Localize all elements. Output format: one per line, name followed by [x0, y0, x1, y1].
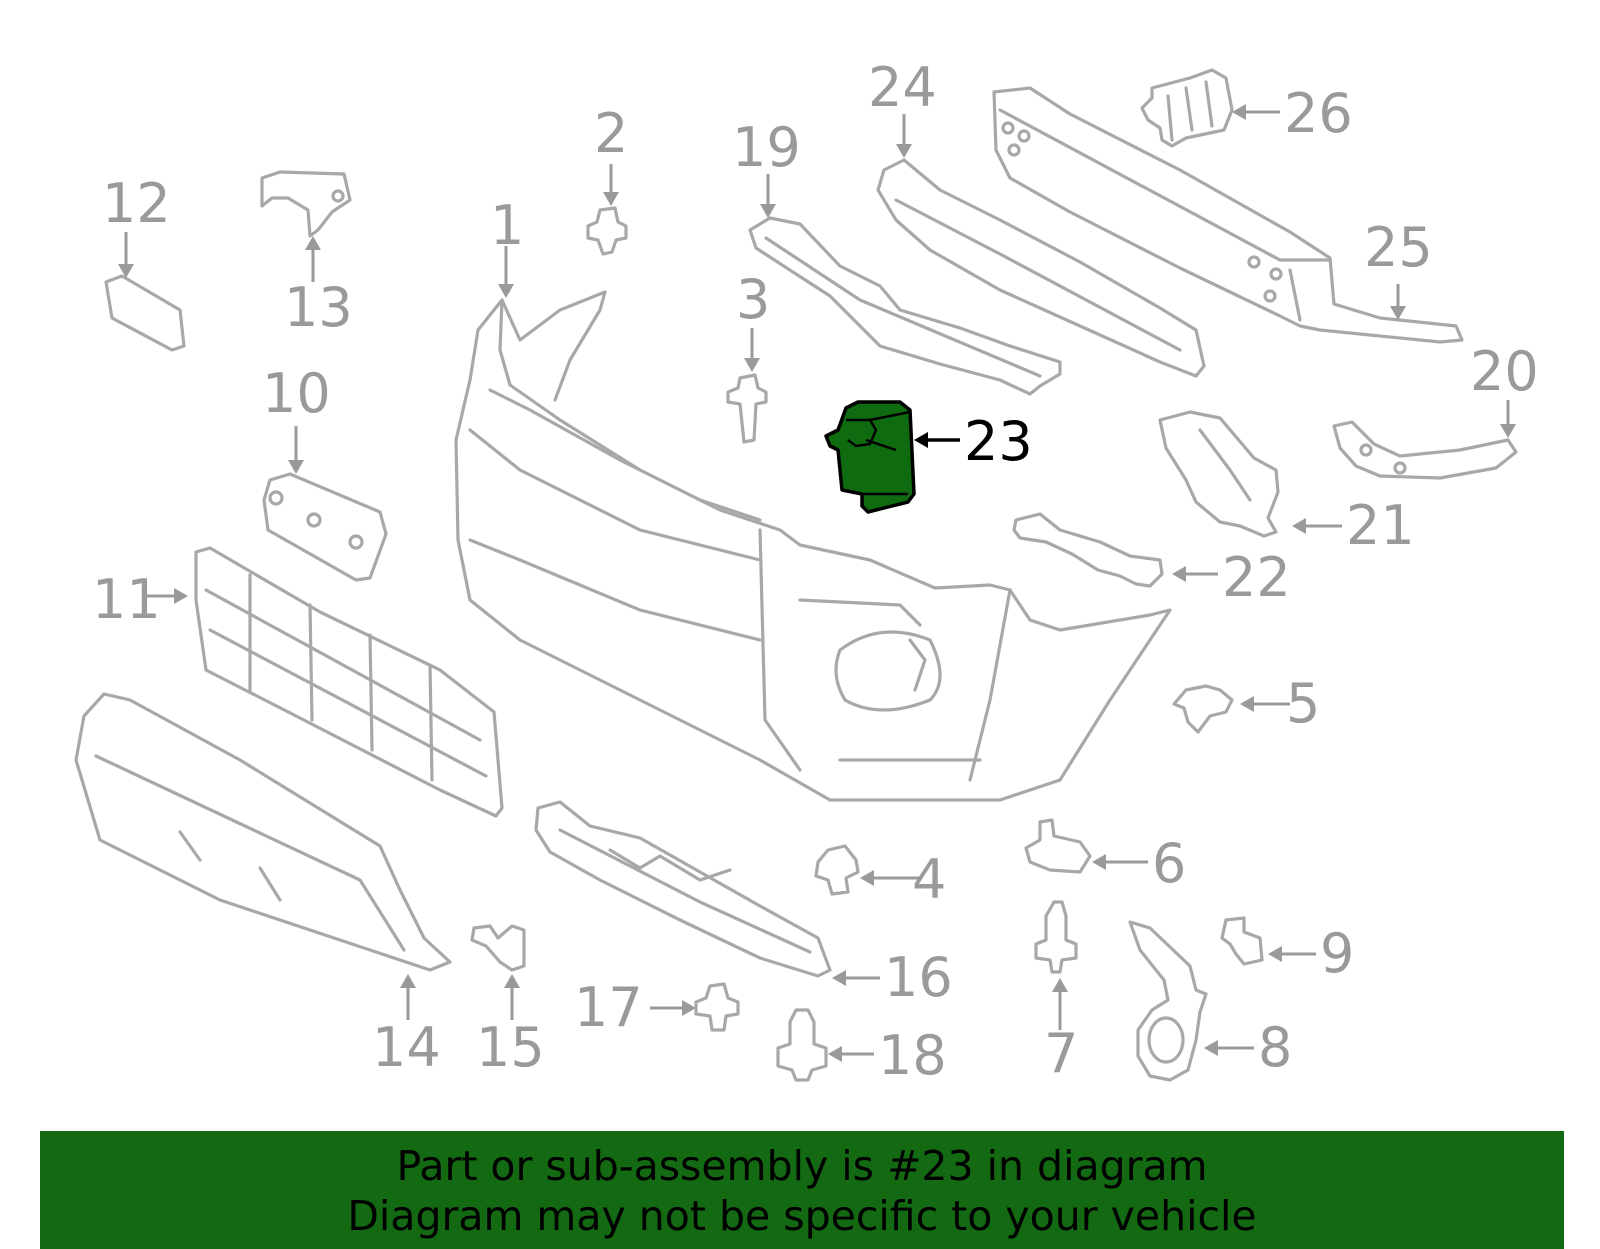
- callout-16: 16: [884, 946, 953, 1009]
- callout-6: 6: [1152, 832, 1186, 895]
- callout-13: 13: [284, 276, 353, 339]
- callout-18: 18: [878, 1024, 947, 1087]
- callout-labels: 1 2 3 4 5 6 7 8 9 10 11 12 13 14 15 16 1…: [92, 56, 1539, 1087]
- part-12-cover[interactable]: [104, 274, 186, 352]
- part-15-clip[interactable]: [470, 924, 526, 972]
- part-21-bracket[interactable]: [1158, 410, 1280, 538]
- part-24-reinforcement[interactable]: [876, 158, 1206, 378]
- callout-8: 8: [1258, 1016, 1292, 1079]
- callout-26: 26: [1284, 82, 1353, 145]
- part-26-bracket[interactable]: [1140, 68, 1234, 148]
- part-1-bumper-cover[interactable]: [454, 290, 1172, 802]
- callout-10: 10: [262, 362, 331, 425]
- part-16-under-cover[interactable]: [534, 800, 832, 978]
- part-8-bezel[interactable]: [1128, 920, 1208, 1082]
- callout-19: 19: [732, 116, 801, 179]
- callout-23: 23: [964, 410, 1033, 473]
- banner-line-2: Diagram may not be specific to your vehi…: [347, 1192, 1257, 1240]
- callout-2: 2: [594, 102, 628, 165]
- part-23-highlighted[interactable]: [824, 400, 916, 514]
- part-5-bracket[interactable]: [1172, 684, 1234, 734]
- callout-3: 3: [736, 268, 770, 331]
- part-10-bracket[interactable]: [262, 472, 388, 582]
- part-25-impact-beam[interactable]: [992, 86, 1464, 344]
- part-9-clip[interactable]: [1220, 916, 1264, 966]
- part-2-clip[interactable]: [586, 206, 628, 256]
- part-6-sensor[interactable]: [1024, 818, 1092, 874]
- callout-22: 22: [1222, 546, 1291, 609]
- callout-4: 4: [912, 848, 946, 911]
- callout-7: 7: [1044, 1022, 1078, 1085]
- part-18-bolt[interactable]: [776, 1008, 828, 1082]
- callout-24: 24: [868, 56, 937, 119]
- part-20-side-bracket[interactable]: [1332, 420, 1518, 480]
- info-banner: Part or sub-assembly is #23 in diagram D…: [40, 1131, 1564, 1249]
- part-14-skid-plate[interactable]: [74, 692, 452, 972]
- callout-25: 25: [1364, 216, 1433, 279]
- part-11-grille[interactable]: [194, 546, 504, 818]
- leader-arrows: [118, 104, 1516, 1062]
- part-13-bracket[interactable]: [260, 170, 352, 238]
- part-17-clip[interactable]: [694, 982, 740, 1032]
- callout-9: 9: [1320, 922, 1354, 985]
- part-4-clip[interactable]: [814, 844, 860, 896]
- part-22-bracket[interactable]: [1012, 512, 1164, 588]
- callout-14: 14: [372, 1016, 441, 1079]
- callout-20: 20: [1470, 340, 1539, 403]
- callout-21: 21: [1346, 494, 1415, 557]
- part-7-bolt[interactable]: [1034, 900, 1078, 974]
- callout-11: 11: [92, 568, 161, 631]
- part-19-retainer[interactable]: [748, 216, 1062, 396]
- callout-12: 12: [102, 172, 171, 235]
- banner-line-1: Part or sub-assembly is #23 in diagram: [396, 1142, 1208, 1190]
- part-3-clip[interactable]: [726, 373, 768, 444]
- callout-15: 15: [476, 1016, 545, 1079]
- callout-1: 1: [490, 194, 524, 257]
- callout-17: 17: [574, 976, 643, 1039]
- callout-5: 5: [1286, 672, 1320, 735]
